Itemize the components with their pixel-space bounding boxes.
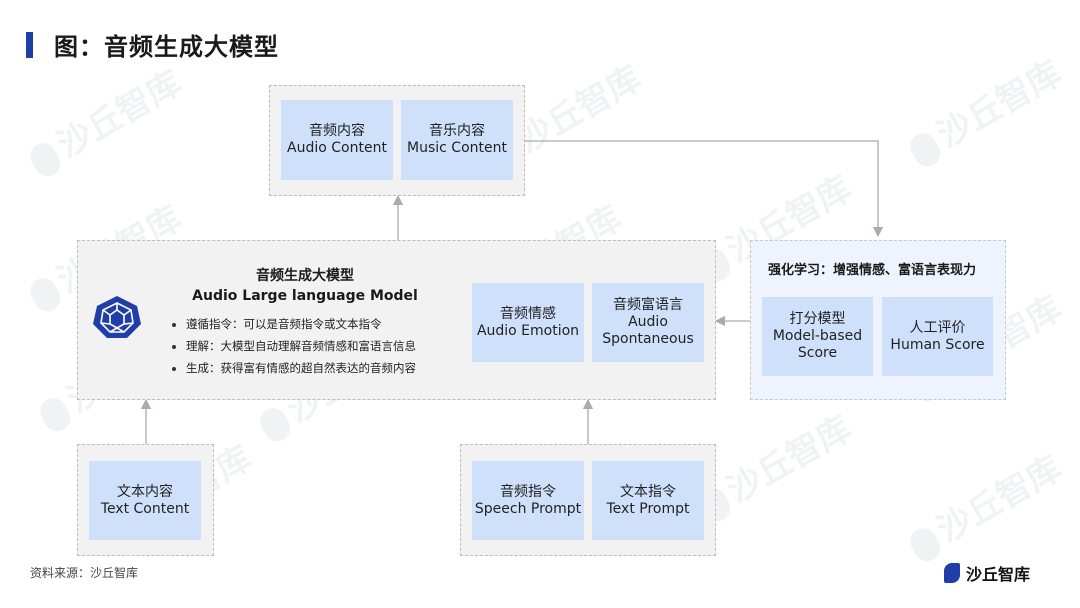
source-note: 资料来源：沙丘智库 (30, 566, 139, 580)
bullet-item: 遵循指令：可以是音频指令或文本指令 (172, 313, 416, 335)
brand-logo: 沙丘智库 (944, 561, 1030, 585)
model-bullets: 遵循指令：可以是音频指令或文本指令 理解：大模型自动理解音频情感和富语言信息 生… (172, 313, 416, 379)
page-title: 图：音频生成大模型 (54, 33, 279, 61)
model-title: 音频生成大模型 Audio Large language Model (192, 268, 418, 304)
brand-logo-text: 沙丘智库 (966, 565, 1031, 584)
arrow-outputs-to-rl (525, 140, 884, 238)
title-accent-bar (26, 32, 33, 58)
model-logo-icon (93, 296, 141, 338)
bullet-item: 理解：大模型自动理解音频情感和富语言信息 (172, 335, 416, 357)
bullet-item: 生成：获得富有情感的超自然表达的音频内容 (172, 357, 416, 379)
brand-logo-icon (944, 563, 960, 583)
rl-title: 强化学习：增强情感、富语言表现力 (768, 263, 977, 278)
